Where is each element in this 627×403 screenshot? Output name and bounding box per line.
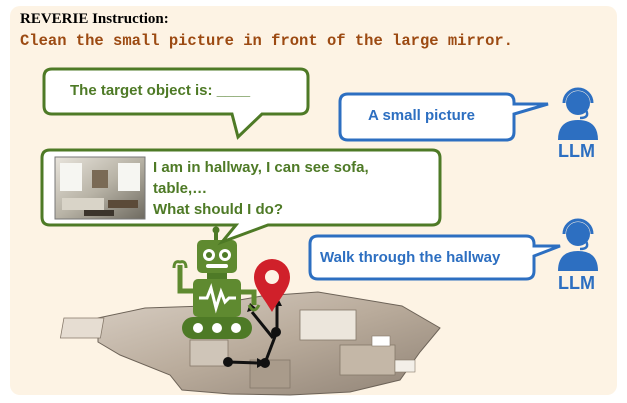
observation-line: table,… — [153, 180, 208, 197]
floor-plan-map — [59, 291, 441, 396]
observation-line: I am in hallway, I can see sofa, — [153, 159, 369, 176]
llm-label: LLM — [558, 273, 595, 293]
robot-icon — [172, 226, 261, 339]
navigation-path — [227, 304, 279, 365]
llm-answer-2: Walk through the hallway — [320, 249, 501, 266]
room-photo-thumbnail — [54, 156, 146, 220]
prompt-bubble — [42, 67, 310, 140]
llm-person-icon — [558, 87, 598, 140]
observation-text: I am in hallway, I can see sofa, table,…… — [153, 157, 369, 220]
instruction-heading: REVERIE Instruction: — [20, 11, 169, 27]
location-pin-icon — [253, 258, 290, 312]
llm-answer-1: A small picture — [368, 107, 475, 124]
llm-person-icon — [558, 218, 598, 271]
instruction-text: Clean the small picture in front of the … — [20, 32, 513, 50]
llm-answer-bubble-2 — [308, 234, 561, 281]
llm-label: LLM — [558, 141, 595, 161]
llm-answer-bubble-1 — [338, 92, 549, 142]
prompt-text: The target object is: ____ — [70, 82, 251, 99]
observation-line: What should I do? — [153, 201, 283, 218]
